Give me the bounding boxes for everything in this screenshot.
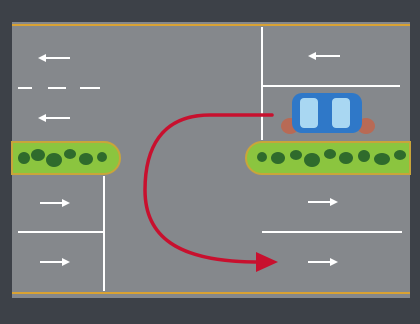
upper-lane-dashes <box>18 85 400 89</box>
right-median <box>245 141 411 175</box>
arrow-left-icon <box>38 114 70 122</box>
arrow-left-icon <box>38 54 70 62</box>
u-turn-path-arrow <box>143 113 278 272</box>
left-median <box>11 141 121 175</box>
car-top-view-icon <box>281 93 375 134</box>
arrow-right-icon <box>40 199 70 207</box>
arrow-right-icon <box>308 258 338 266</box>
arrow-right-icon <box>40 258 70 266</box>
arrow-right-icon <box>308 198 338 206</box>
arrow-left-icon <box>308 52 340 60</box>
